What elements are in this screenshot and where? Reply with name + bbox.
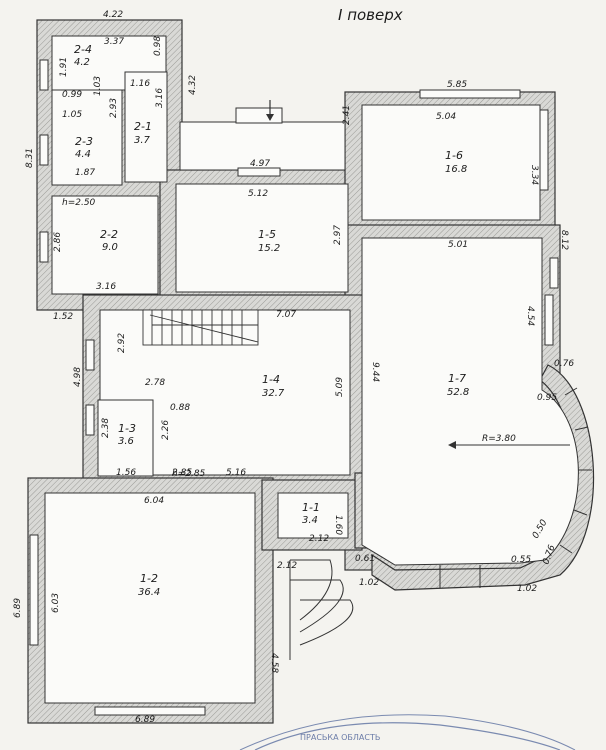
dim-label: 1.87 [75, 168, 95, 178]
dim-label: 2.93 [109, 98, 119, 118]
dim-label: 4.98 [73, 367, 83, 387]
stamp: ПРАСЬКА ОБЛАСТЬ [239, 714, 576, 750]
dim-label: 0.95 [537, 393, 557, 403]
room-area-2-4: 4.2 [74, 57, 90, 68]
room-area-1-6: 16.8 [445, 164, 467, 175]
dim-label: 0.88 [170, 403, 190, 413]
dim-label: 9.44 [370, 362, 380, 382]
dim-label: 1.56 [116, 468, 136, 478]
dim-label: 0.98 [153, 36, 163, 56]
dim-label: 0.76 [554, 359, 574, 369]
dim-label: 5.01 [448, 240, 468, 250]
dim-label: 1.03 [93, 76, 103, 96]
room-area-2-3: 4.4 [75, 149, 91, 160]
bay-glazing [439, 387, 592, 588]
vent-block [235, 107, 283, 124]
dim-label: 1.02 [359, 578, 379, 588]
room-area-1-2: 36.4 [138, 587, 160, 598]
dim-label: 6.04 [144, 496, 164, 506]
dim-label: 2.26 [161, 420, 171, 440]
dim-label: 2.38 [101, 418, 111, 438]
room-labels: 2-4 4.2 2-3 4.4 2-1 3.7 2-2 9.0 1-5 15.2… [74, 43, 469, 598]
room-area-2-2: 9.0 [102, 242, 118, 253]
dim-label: 8.12 [559, 230, 569, 250]
height-label: h=2.50 [62, 198, 96, 208]
room-area-1-3: 3.6 [118, 436, 134, 447]
room-name-1-5: 1-5 [258, 228, 276, 241]
dimension-labels: 4.22 3.37 0.98 1.91 1.16 0.99 1.03 4.32 … [13, 10, 574, 725]
dim-label: 2.78 [145, 378, 165, 388]
dim-label: 2.41 [342, 105, 352, 125]
dim-label: 1.05 [62, 110, 82, 120]
dim-label: 6.03 [51, 593, 61, 613]
room-interiors [44, 35, 579, 704]
room-name-2-1: 2-1 [134, 120, 152, 133]
room-area-1-1: 3.4 [302, 515, 318, 526]
entry-arrow-head [266, 114, 274, 121]
dim-label: 0.99 [62, 90, 82, 100]
room-name-2-4: 2-4 [74, 43, 92, 56]
dim-label: 5.85 [447, 80, 467, 90]
dim-label: 4.54 [525, 306, 535, 326]
dim-label: 6.89 [135, 715, 155, 725]
floor-title: I поверх [338, 6, 403, 24]
room-name-1-7: 1-7 [448, 372, 466, 385]
stairs [142, 309, 259, 346]
dim-label: 2.12 [309, 534, 329, 544]
dim-label: 1.60 [333, 515, 343, 535]
room-name-1-6: 1-6 [445, 149, 463, 162]
dim-label: 5.16 [226, 468, 246, 478]
corridor-strip [179, 121, 346, 171]
dim-label: 6.89 [13, 598, 23, 618]
radius-label: R=3.80 [482, 434, 516, 444]
dim-label: 4.32 [188, 75, 198, 95]
dim-label: 3.34 [529, 165, 539, 185]
dim-label: 5.09 [335, 377, 345, 397]
room-area-1-4: 32.7 [262, 388, 285, 399]
windows [29, 59, 559, 716]
room-name-1-3: 1-3 [118, 422, 136, 435]
dim-label: 8.31 [25, 148, 35, 168]
dim-label: 2.85 [172, 468, 192, 478]
dim-label: 3.16 [155, 88, 165, 108]
porch-steps [289, 559, 354, 660]
dim-label: 7.07 [276, 310, 296, 320]
dim-label: 3.37 [104, 37, 124, 47]
dim-label: 5.04 [436, 112, 456, 122]
dim-label: 1.16 [130, 79, 150, 89]
dim-label: 4.22 [103, 10, 123, 20]
room-area-1-5: 15.2 [258, 243, 280, 254]
dim-label: 2.92 [117, 333, 127, 353]
dim-label: 0.55 [511, 555, 531, 565]
dim-label: 4.97 [250, 159, 270, 169]
dim-label: 2.86 [53, 232, 63, 252]
dim-label: 4.58 [269, 653, 279, 673]
dim-label: 1.52 [53, 312, 73, 322]
room-name-1-2: 1-2 [140, 572, 158, 585]
dim-label: 2.12 [277, 561, 297, 571]
radius-arrowhead [448, 441, 456, 449]
room-area-1-7: 52.8 [447, 387, 469, 398]
room-name-2-2: 2-2 [100, 228, 118, 241]
dim-label: 0.61 [355, 554, 375, 564]
room-name-1-4: 1-4 [262, 373, 280, 386]
stamp-text: ПРАСЬКА ОБЛАСТЬ [300, 733, 380, 742]
dim-label: 2.97 [333, 225, 343, 245]
dim-label: 3.16 [96, 282, 116, 292]
dim-label: 1.02 [517, 584, 537, 594]
room-name-1-1: 1-1 [302, 501, 320, 514]
room-name-2-3: 2-3 [75, 135, 93, 148]
dim-label: 5.12 [248, 189, 268, 199]
room-area-2-1: 3.7 [134, 135, 151, 146]
height-label: h=2.85 [172, 469, 206, 479]
dim-label: 1.91 [59, 57, 69, 77]
